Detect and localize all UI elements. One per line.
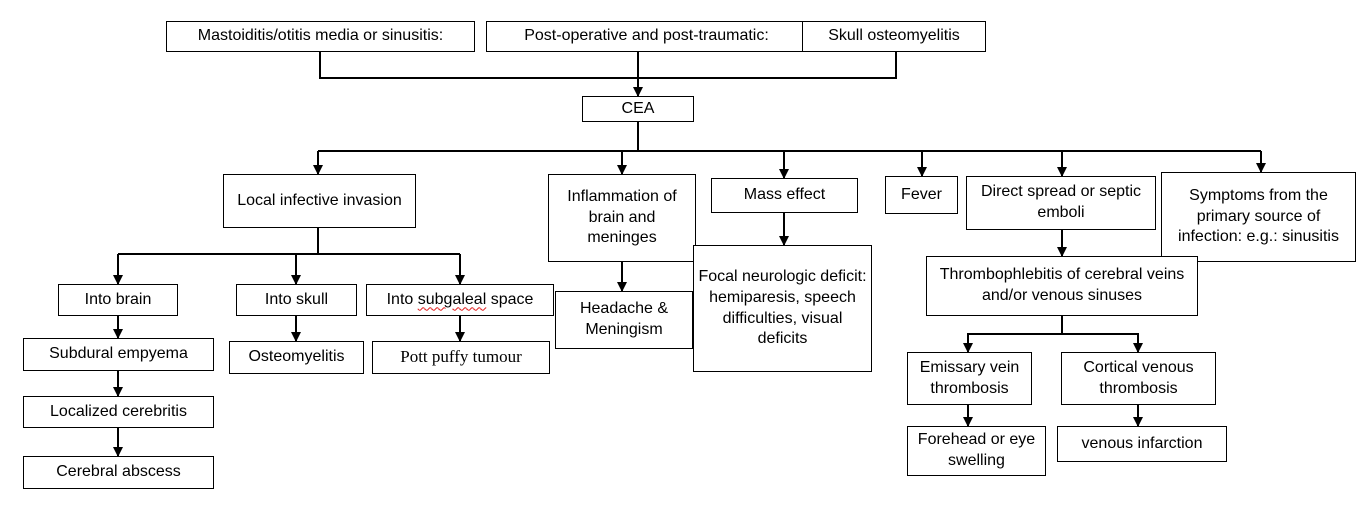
direct-spread-box: Direct spread or septic emboli xyxy=(966,176,1156,230)
source-box-mastoiditis: Mastoiditis/otitis media or sinusitis: xyxy=(166,21,475,52)
source-label: Skull osteomyelitis xyxy=(828,27,960,45)
source-box-skull-osteomyelitis: Skull osteomyelitis xyxy=(802,21,986,52)
fever-label: Fever xyxy=(901,185,942,203)
mass-effect-label: Mass effect xyxy=(743,186,826,204)
forehead-swelling-label: Forehead or eye swelling xyxy=(917,431,1036,469)
cea-label: CEA xyxy=(621,99,655,117)
venous-infarction-label: venous infarction xyxy=(1081,434,1203,452)
mass-effect-box: Mass effect xyxy=(711,178,858,213)
pott-puffy-tumour-label: Pott puffy tumour xyxy=(400,347,522,367)
osteomyelitis-box: Osteomyelitis xyxy=(229,341,364,374)
headache-box: Headache & Meningism xyxy=(555,291,693,349)
cea-box: CEA xyxy=(582,96,694,122)
osteomyelitis-label: Osteomyelitis xyxy=(248,348,345,366)
focal-deficit-label: Focal neurologic deficit: hemiparesis, s… xyxy=(698,267,867,348)
subdural-empyema-label: Subdural empyema xyxy=(49,345,188,363)
focal-deficit-box: Focal neurologic deficit: hemiparesis, s… xyxy=(693,245,872,372)
into-subgaleal-suffix: space xyxy=(486,290,534,308)
inflammation-label: Inflammation of brain and meninges xyxy=(567,187,677,247)
source-box-post-operative: Post-operative and post-traumatic: xyxy=(486,21,807,52)
inflammation-box: Inflammation of brain and meninges xyxy=(548,174,696,262)
pott-puffy-tumour-box: Pott puffy tumour xyxy=(372,341,550,374)
direct-spread-label: Direct spread or septic emboli xyxy=(980,183,1142,221)
cortical-venous-box: Cortical venous thrombosis xyxy=(1061,352,1216,405)
into-skull-label: Into skull xyxy=(264,290,329,308)
venous-infarction-box: venous infarction xyxy=(1057,426,1227,462)
into-skull-box: Into skull xyxy=(236,284,357,316)
thrombo-connector xyxy=(963,316,1063,353)
headache-label: Headache & Meningism xyxy=(579,300,669,338)
source-label: Post-operative and post-traumatic: xyxy=(524,27,769,45)
into-subgaleal-box: Into subgaleal space xyxy=(366,284,554,316)
local-invasion-label: Local infective invasion xyxy=(237,191,402,209)
into-subgaleal-prefix: Into xyxy=(386,290,418,308)
thrombophlebitis-box: Thrombophlebitis of cerebral veins and/o… xyxy=(926,256,1198,316)
into-subgaleal-label: Into subgaleal space xyxy=(387,290,534,311)
into-brain-box: Into brain xyxy=(58,284,178,316)
source-label: Mastoiditis/otitis media or sinusitis: xyxy=(197,27,444,45)
cerebral-abscess-label: Cerebral abscess xyxy=(56,463,181,481)
localized-cerebritis-label: Localized cerebritis xyxy=(50,402,187,420)
source-connector xyxy=(319,52,897,79)
emissary-vein-label: Emissary vein thrombosis xyxy=(919,358,1020,397)
subdural-empyema-box: Subdural empyema xyxy=(23,338,214,371)
local-invasion-box: Local infective invasion xyxy=(223,174,416,228)
symptoms-primary-box: Symptoms from the primary source of infe… xyxy=(1161,172,1356,262)
spellcheck-underlined-word: subgaleal xyxy=(417,290,487,308)
thrombo-connector xyxy=(1062,333,1143,353)
symptoms-primary-label: Symptoms from the primary source of infe… xyxy=(1178,186,1339,246)
cortical-venous-label: Cortical venous thrombosis xyxy=(1083,358,1194,397)
cerebral-abscess-box: Cerebral abscess xyxy=(23,456,214,489)
forehead-swelling-box: Forehead or eye swelling xyxy=(907,426,1046,476)
emissary-vein-box: Emissary vein thrombosis xyxy=(907,352,1032,405)
thrombophlebitis-label: Thrombophlebitis of cerebral veins and/o… xyxy=(939,266,1185,304)
fever-box: Fever xyxy=(885,176,958,214)
invasion-connector xyxy=(317,228,460,255)
into-brain-label: Into brain xyxy=(84,290,152,308)
localized-cerebritis-box: Localized cerebritis xyxy=(23,396,214,428)
